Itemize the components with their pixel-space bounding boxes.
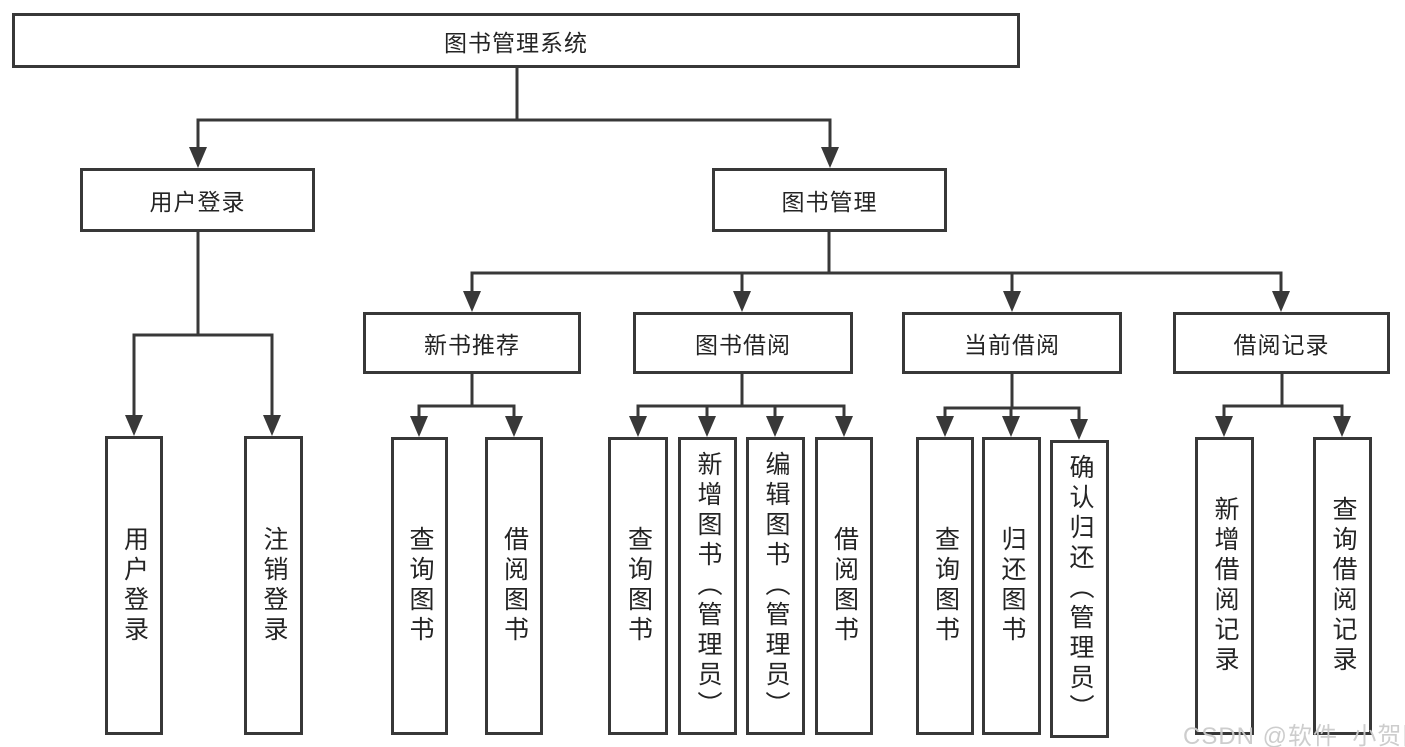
node-label: 当前借阅: [964, 332, 1060, 358]
node-label: 查询借阅记录: [1329, 496, 1357, 676]
arrow-down-icon: [766, 416, 784, 437]
node-label: 图书管理系统: [444, 29, 588, 56]
node-label: 借阅图书: [500, 526, 529, 646]
node-label: 图书管理: [781, 189, 878, 215]
node-label: 用户登录: [120, 525, 149, 646]
node-label: 归还图书: [998, 526, 1026, 646]
arrow-down-icon: [733, 291, 751, 312]
leaf-logout: 注销登录: [244, 436, 303, 735]
node-label: 借阅记录: [1233, 332, 1330, 358]
leaf-edit-books-admin: 编辑图书（管理员）: [746, 437, 805, 735]
node-label: 新增借阅记录: [1211, 496, 1239, 676]
arrow-down-icon: [821, 147, 839, 168]
arrow-down-icon: [1272, 291, 1290, 312]
arrow-down-icon: [936, 416, 954, 437]
node-label: 查询图书: [406, 526, 434, 646]
node-borrowing-records: 借阅记录: [1173, 312, 1390, 374]
node-label: 新增图书（管理员）: [694, 451, 722, 721]
arrow-down-icon: [835, 416, 853, 437]
leaf-query-borrow-record: 查询借阅记录: [1313, 437, 1372, 735]
arrow-down-icon: [189, 147, 207, 168]
node-label: 借阅图书: [830, 526, 859, 646]
leaf-user-login: 用户登录: [105, 436, 163, 735]
csdn-watermark: CSDN @软件_小贺同学: [1183, 723, 1405, 747]
leaf-borrow-books-recommend: 借阅图书: [485, 437, 543, 735]
leaf-add-borrow-record: 新增借阅记录: [1195, 437, 1254, 735]
node-user-login: 用户登录: [80, 168, 315, 232]
node-label: 查询图书: [931, 526, 960, 646]
leaf-add-books-admin: 新增图书（管理员）: [678, 437, 737, 735]
leaf-query-books-borrowing: 查询图书: [608, 437, 668, 735]
leaf-return-books: 归还图书: [982, 437, 1041, 735]
arrow-down-icon: [1215, 416, 1233, 437]
arrow-down-icon: [629, 416, 647, 437]
node-book-management: 图书管理: [712, 168, 947, 232]
arrow-down-icon: [263, 415, 281, 436]
leaf-confirm-return-admin: 确认归还（管理员）: [1050, 440, 1109, 738]
arrow-down-icon: [1003, 291, 1021, 312]
arrow-down-icon: [698, 416, 716, 437]
arrow-down-icon: [1070, 419, 1088, 440]
leaf-query-books-current: 查询图书: [916, 437, 974, 735]
node-new-book-recommend: 新书推荐: [363, 312, 581, 374]
node-label: 用户登录: [149, 189, 246, 215]
arrow-down-icon: [1002, 416, 1020, 437]
leaf-query-books-recommend: 查询图书: [391, 437, 448, 735]
arrow-down-icon: [505, 416, 523, 437]
leaf-borrow-books: 借阅图书: [815, 437, 873, 735]
arrow-down-icon: [463, 291, 481, 312]
node-label: 查询图书: [624, 526, 653, 646]
node-label: 注销登录: [260, 525, 288, 646]
node-current-borrowing: 当前借阅: [902, 312, 1122, 374]
node-label: 编辑图书（管理员）: [762, 451, 790, 721]
node-label: 图书借阅: [695, 332, 791, 358]
node-label: 新书推荐: [424, 332, 520, 358]
node-label: 确认归还（管理员）: [1066, 454, 1094, 724]
arrow-down-icon: [410, 416, 428, 437]
node-library-system: 图书管理系统: [12, 13, 1020, 68]
arrow-down-icon: [1333, 416, 1351, 437]
node-book-borrowing: 图书借阅: [633, 312, 853, 374]
arrow-down-icon: [125, 415, 143, 436]
